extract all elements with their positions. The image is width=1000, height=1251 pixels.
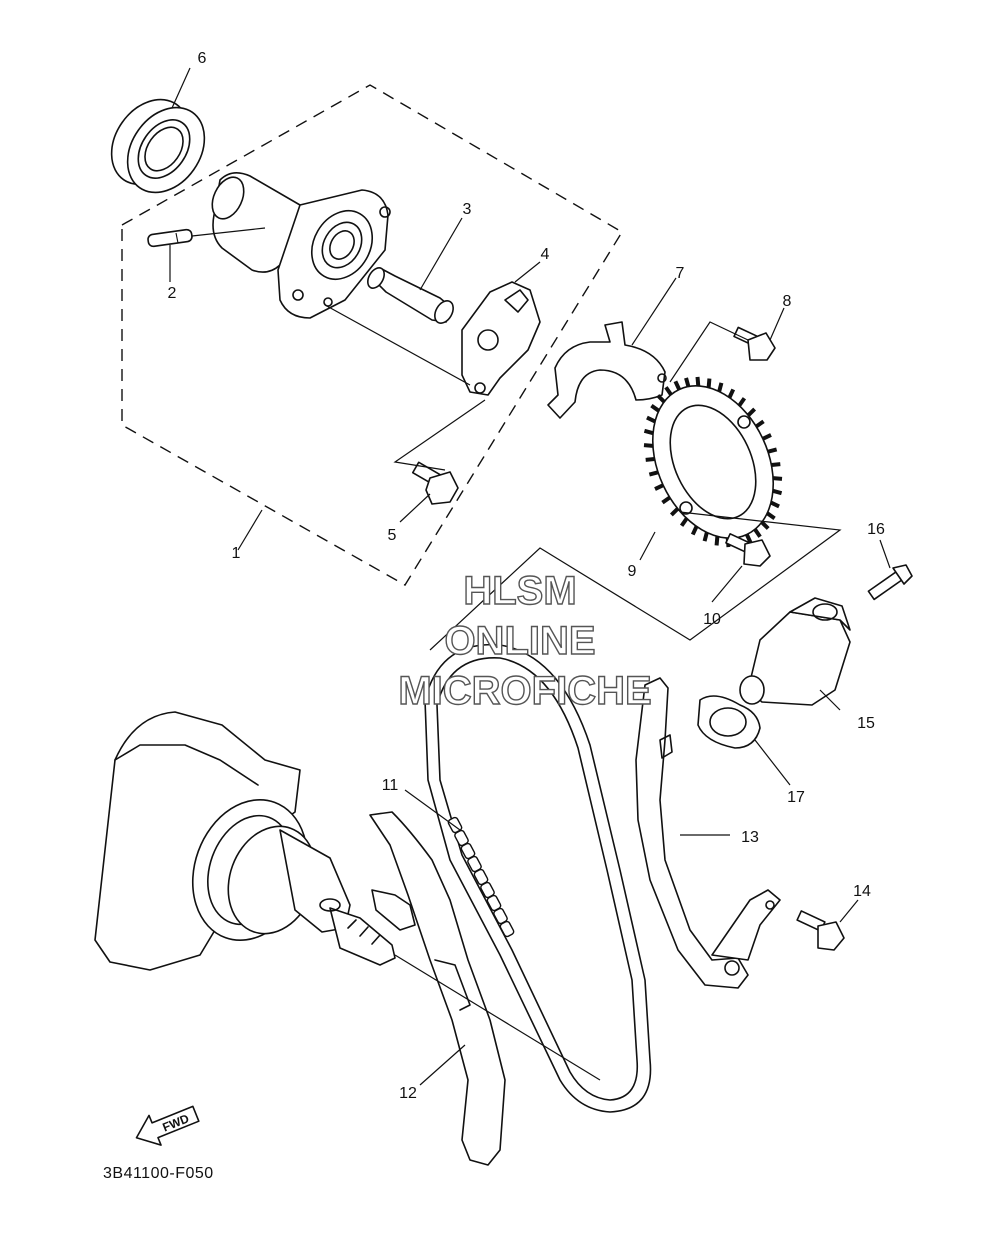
sprocket-tooth [727,388,736,399]
assembly-1-boundary [121,84,623,586]
sprocket-tooth [669,507,680,517]
sprocket-tooth [654,483,664,491]
fwd-arrow: FWD [135,1105,200,1146]
sprocket-tooth [695,376,701,387]
part-9-sprocket [643,376,783,548]
sprocket-tooth [664,386,673,396]
part-5-bolt [411,461,459,505]
callout-6: 6 [198,50,207,67]
callout-4: 4 [541,246,550,263]
sprocket-tooth [746,407,757,417]
callout-16: 16 [867,521,885,538]
callout-9: 9 [628,563,637,580]
watermark: HLSM ONLINE MICROFICHE [398,568,653,713]
sprocket-tooth [771,462,781,467]
sprocket-tooth [650,404,660,413]
sprocket-tooth [767,447,778,454]
sprocket-tooth [673,380,682,391]
sprocket-tooth [753,528,762,538]
sprocket-tooth [648,470,659,477]
callout-1: 1 [232,545,241,562]
callout-13: 13 [741,829,759,846]
sprocket-tooth [760,520,770,530]
sprocket-tooth [646,415,656,424]
part-6-bearing [110,98,206,194]
sprocket-tooth [770,500,780,509]
callout-10: 10 [703,611,721,628]
watermark-line-3: MICROFICHE [398,669,651,713]
part-3-shaft [367,267,454,324]
sprocket-tooth [744,533,753,544]
part-17-gasket [697,695,761,749]
sprocket-tooth [645,457,655,462]
sprocket-tooth [717,382,724,392]
callout-3: 3 [463,201,472,218]
part-8-bolt [733,326,776,361]
part-4-plate [461,281,541,396]
callout-14: 14 [853,883,871,900]
part-2-pin [147,227,266,248]
camshaft [211,172,391,319]
sprocket-tooth [702,532,709,542]
watermark-line-2: ONLINE [444,619,595,663]
crankshaft [94,711,396,971]
part-11-cam-chain [424,643,652,1113]
sprocket-tooth [679,517,689,527]
sprocket-tooth [706,378,712,388]
sprocket-tooth [656,394,666,404]
callout-15: 15 [857,715,875,732]
sprocket-tooth [690,525,699,536]
chain-link [499,920,515,938]
callout-numbers: 6 2 3 4 5 1 7 8 9 10 16 15 17 13 14 11 1… [168,50,885,1102]
callout-12: 12 [399,1085,417,1102]
callout-2: 2 [168,285,177,302]
sprocket-tooth [772,476,783,481]
part-13-tensioner-guide [635,677,781,989]
part-14-bolt [796,910,845,951]
sprocket-tooth [684,377,691,388]
part-12-chain-guide [369,811,506,1166]
part-10-bolt [725,533,771,567]
callout-11: 11 [382,777,399,794]
callout-5: 5 [388,527,397,544]
sprocket-tooth [772,488,783,496]
part-7-plate [547,321,667,419]
sprocket-tooth [755,419,765,429]
sprocket-tooth [643,443,654,448]
watermark-line-1: HLSM [463,569,576,613]
callout-8: 8 [783,293,792,310]
callout-7: 7 [676,265,685,282]
leader-lines [169,67,891,1086]
sprocket-tooth [737,397,747,407]
sprocket-tooth [766,511,776,520]
sprocket-tooth [661,495,671,505]
sprocket-tooth [762,433,772,441]
callout-17: 17 [787,789,805,806]
part-15-tensioner [739,597,851,706]
part-16-bolt [867,564,913,601]
diagram-code: 3B41100-F050 [103,1165,214,1182]
sprocket-tooth [714,536,720,546]
sprocket-tooth [643,428,654,436]
